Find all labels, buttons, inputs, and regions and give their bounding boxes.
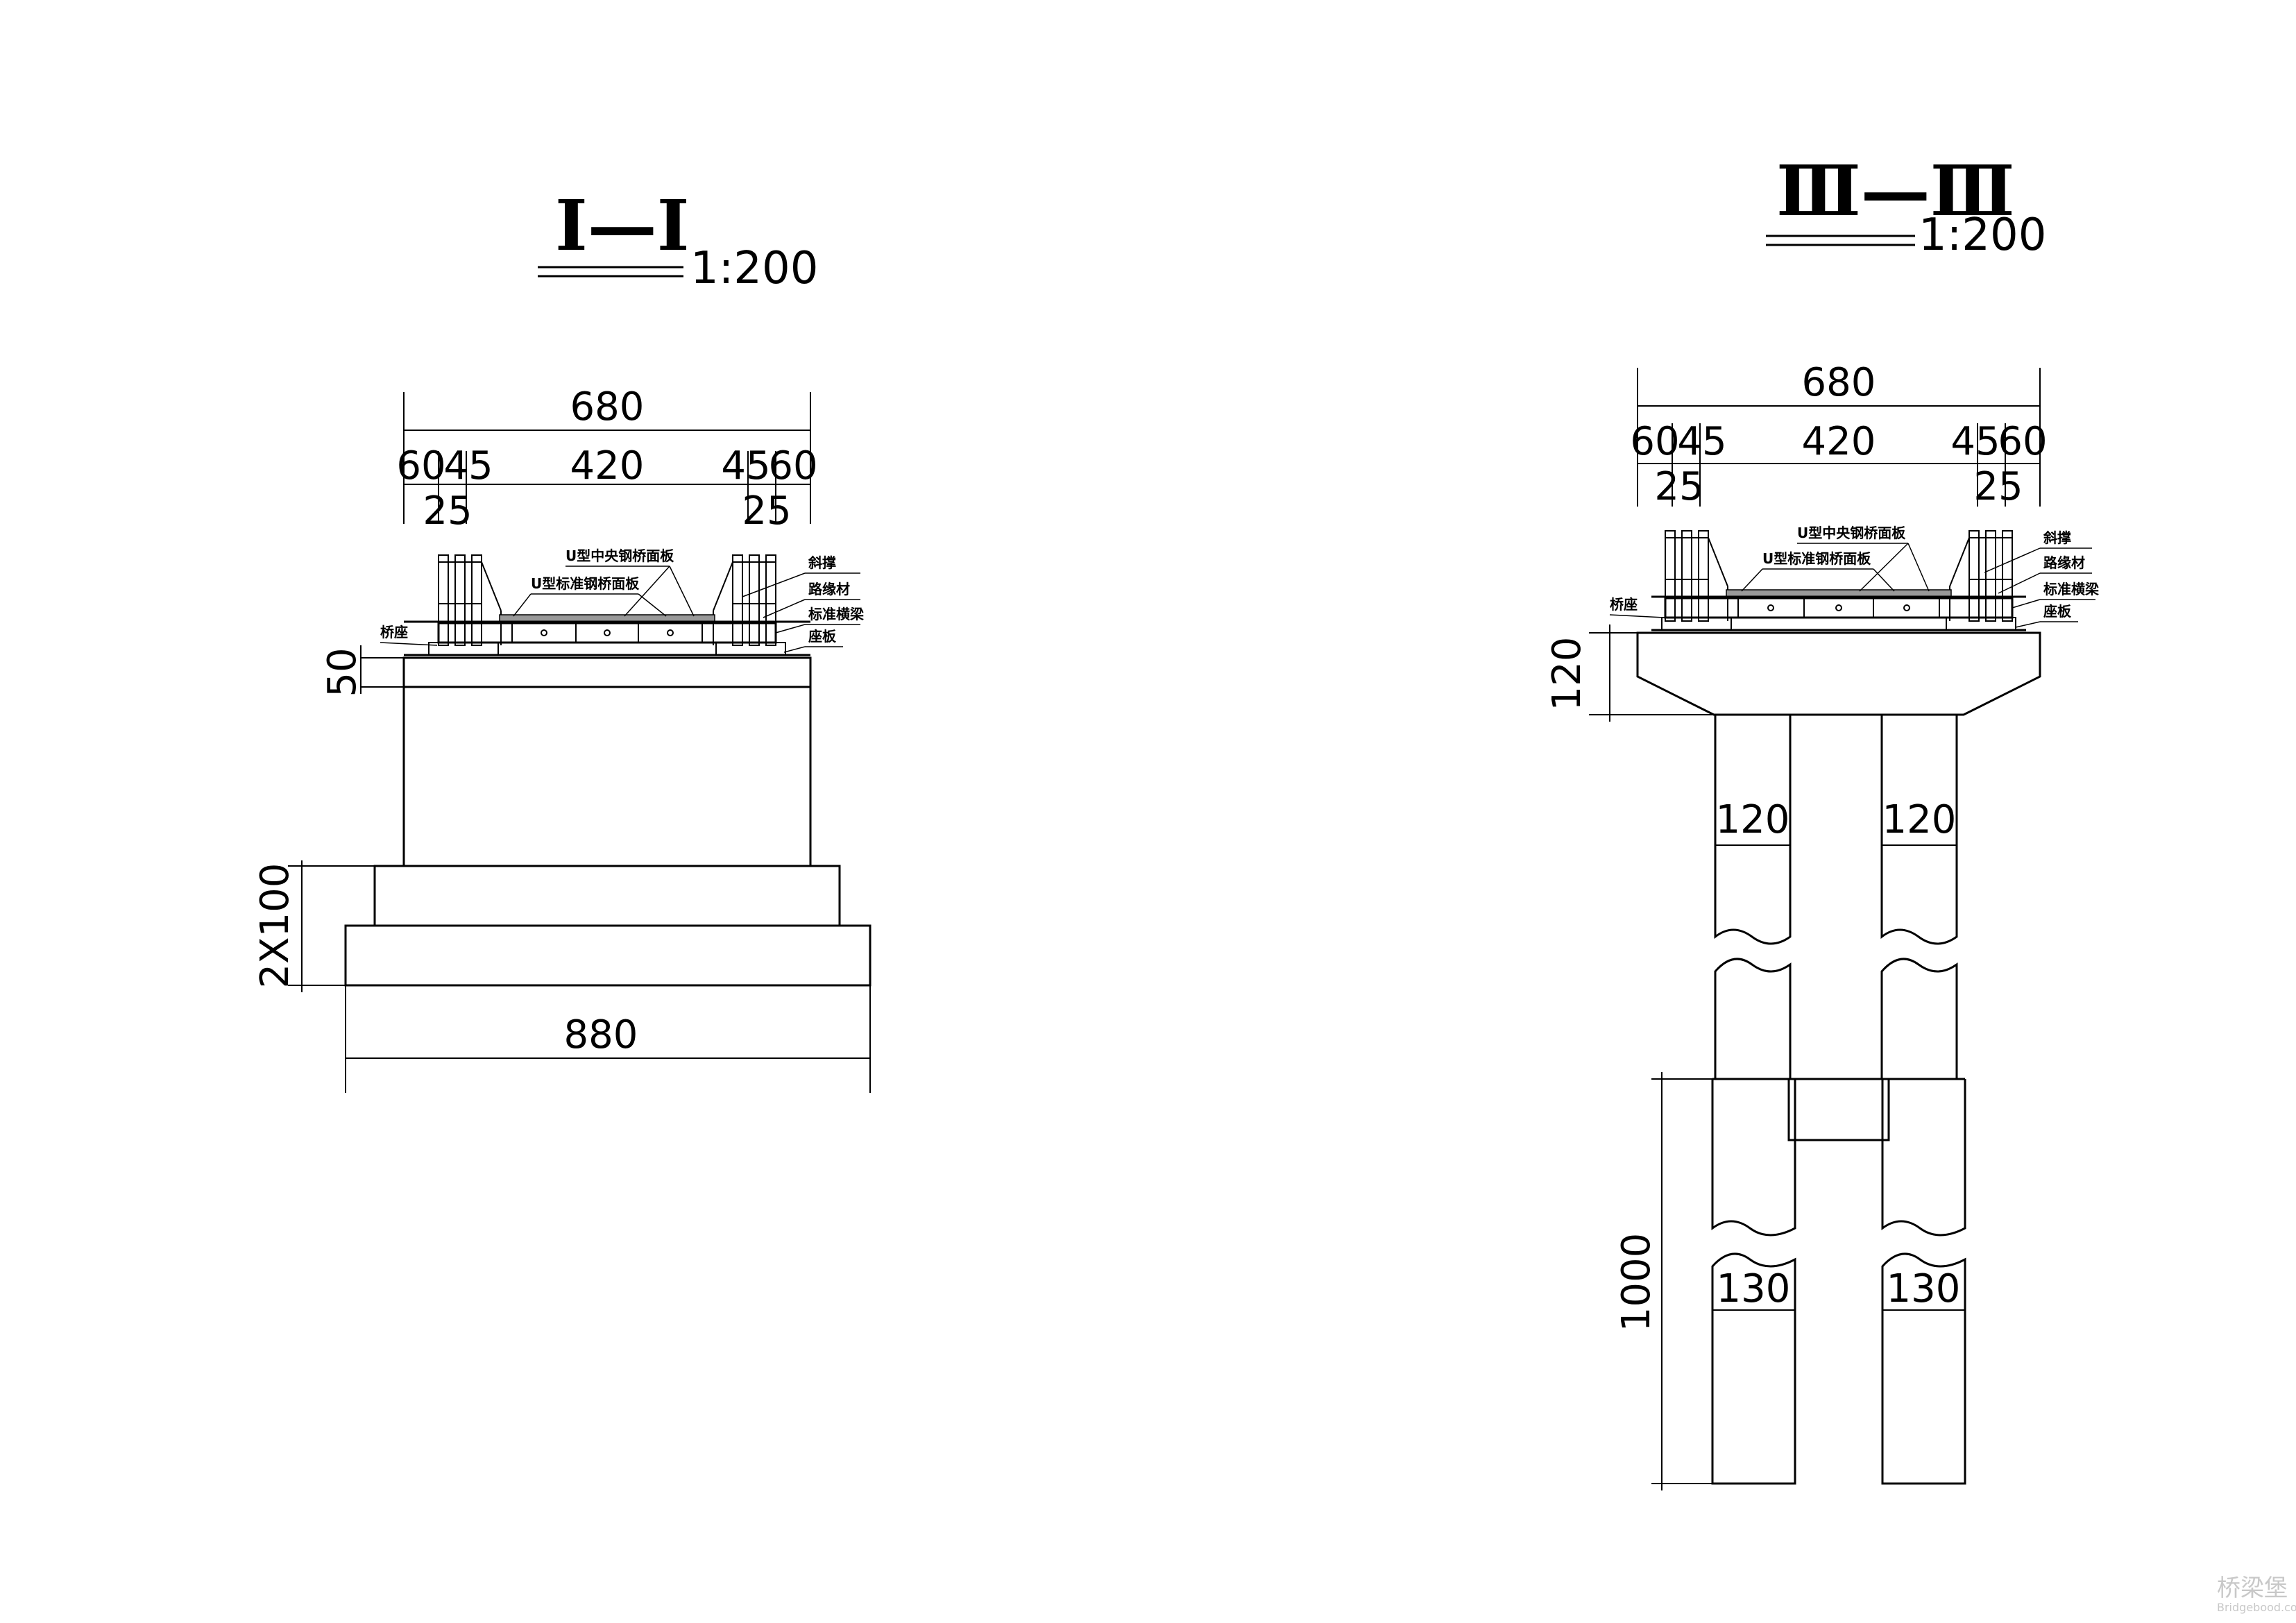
label-left-u-standard: U型标准钢桥面板 [531,575,640,592]
dim-right-col-upper-left: 120 [1716,797,1790,842]
dim-left-25-l: 25 [423,488,472,534]
view-right-title-text: Ⅲ—Ⅲ [1776,150,2015,232]
label-right-u-center: U型中央钢桥面板 [1797,525,1906,541]
dim-right-col-lower-right: 130 [1887,1266,1961,1311]
dim-left-50: 50 [320,647,365,697]
dim-left-60-l: 60 [396,443,445,488]
dim-right-1000: 1000 [1614,1233,1659,1332]
dim-right-45-l: 45 [1677,419,1726,464]
watermark-url: Bridgebood.com.cn [2217,1601,2296,1614]
label-left-std-beam: 标准横梁 [808,606,865,622]
dim-right-60-l: 60 [1630,419,1679,464]
dim-left-25-r: 25 [742,488,791,534]
view-left-scale: 1:200 [690,243,818,294]
dim-right-25-l: 25 [1654,464,1703,509]
view-left-title: Ⅰ—Ⅰ 1:200 [538,185,818,294]
label-left-u-center: U型中央钢桥面板 [566,547,674,564]
view-left-pier: 50 [320,645,812,867]
view-right-section: Ⅲ—Ⅲ 1:200 680 60 45 420 45 60 25 25 [1545,150,2100,1490]
dim-right-25-r: 25 [1973,464,2023,509]
dim-left-420: 420 [570,443,645,488]
label-right-diag-brace: 斜撑 [2043,529,2071,546]
dim-right-col-lower-left: 130 [1717,1266,1791,1311]
label-left-base-plate: 座板 [808,628,837,645]
dim-right-60-r: 60 [1998,419,2047,464]
dim-left-680: 680 [570,384,645,430]
label-right-curb: 路缘材 [2043,554,2085,571]
view-left-title-text: Ⅰ—Ⅰ [555,185,690,266]
dim-right-45-r: 45 [1950,419,2000,464]
view-left-superstructure: U型中央钢桥面板 U型标准钢桥面板 斜撑 路缘材 标准横梁 座板 桥座 [380,547,865,656]
view-right-piles: 130 130 1000 [1614,1072,1966,1490]
view-right-pier-cap: 120 [1545,624,2041,722]
label-right-std-beam: 标准横梁 [2043,581,2100,597]
view-right-title: Ⅲ—Ⅲ 1:200 [1766,150,2046,261]
view-left-footing: 2X100 880 [253,860,871,1093]
label-left-bearing: 桥座 [380,624,408,640]
label-right-u-standard: U型标准钢桥面板 [1762,550,1871,567]
dim-right-120-cap: 120 [1545,637,1590,711]
label-right-bearing: 桥座 [1610,596,1638,613]
view-left-top-dimensions: 680 60 45 420 45 60 25 25 [396,384,817,534]
watermark: 桥梁堡 Bridgebood.com.cn [2217,1574,2296,1614]
dim-left-880: 880 [564,1012,638,1057]
dim-left-45-l: 45 [443,443,493,488]
label-left-diag-brace: 斜撑 [808,554,836,571]
view-right-superstructure: U型中央钢桥面板 U型标准钢桥面板 斜撑 路缘材 标准横梁 座板 桥座 [1609,525,2100,631]
view-left-section: Ⅰ—Ⅰ 1:200 680 60 45 420 45 60 25 25 [253,185,871,1093]
watermark-logo-text: 桥梁堡 [2217,1574,2288,1602]
dim-left-60-r: 60 [768,443,817,488]
label-left-curb: 路缘材 [808,581,850,597]
dim-right-col-upper-right: 120 [1882,797,1957,842]
view-right-top-dimensions: 680 60 45 420 45 60 25 25 [1630,360,2047,509]
view-right-columns-upper: 120 120 [1714,715,1958,1079]
view-right-scale: 1:200 [1919,210,2046,261]
dim-left-2x100: 2X100 [253,863,298,989]
dim-right-680: 680 [1802,360,1876,405]
dim-right-420: 420 [1802,419,1876,464]
dim-left-45-r: 45 [721,443,770,488]
label-right-base-plate: 座板 [2043,603,2072,620]
